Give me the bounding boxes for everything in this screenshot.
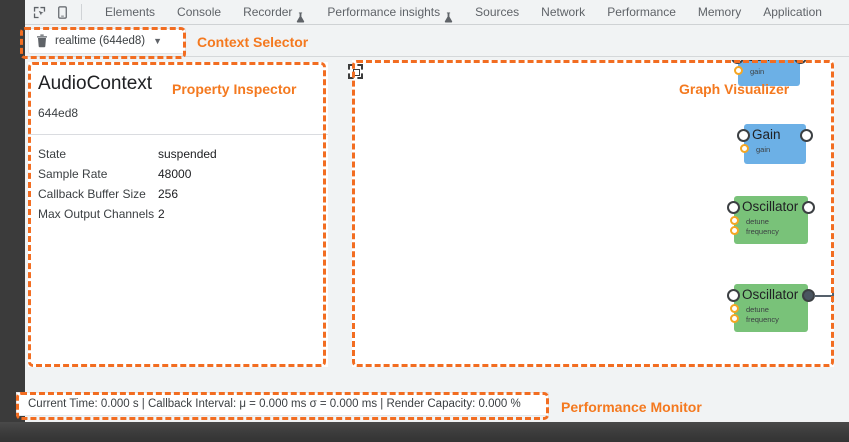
table-row: Sample Rate 48000 xyxy=(38,164,217,184)
graph-node-title: Oscillator xyxy=(742,287,799,302)
audioparam-label: detune xyxy=(746,217,769,226)
performance-monitor-text: Current Time: 0.000 s | Callback Interva… xyxy=(28,398,521,410)
property-value: 2 xyxy=(158,207,165,221)
audioparam-label: gain xyxy=(750,67,765,76)
annotation-label-context-selector: Context Selector xyxy=(197,34,309,50)
tab-console[interactable]: Console xyxy=(166,0,232,25)
audioparam-label: frequency xyxy=(746,315,779,324)
graph-node-title: Gain xyxy=(746,60,775,64)
divider xyxy=(28,134,328,135)
audioparam-label: gain xyxy=(756,145,771,154)
experiment-flask-icon xyxy=(444,7,453,22)
property-value: 48000 xyxy=(158,167,192,181)
node-output-port[interactable] xyxy=(794,60,807,64)
audioparam-port-detune[interactable] xyxy=(730,216,739,225)
audioparam-label: frequency xyxy=(746,227,779,236)
graph-node-gain-2[interactable]: Gain gain xyxy=(737,124,813,164)
tab-label: Network xyxy=(541,4,586,19)
tab-label: Sources xyxy=(475,4,520,19)
audioparam-port-frequency[interactable] xyxy=(730,314,739,323)
node-output-port[interactable] xyxy=(802,201,815,214)
devtools-tab-strip: Elements Console Recorder Performance in… xyxy=(25,0,849,25)
tab-application[interactable]: Application xyxy=(752,0,833,25)
tab-network[interactable]: Network xyxy=(530,0,596,25)
tab-label: Memory xyxy=(697,4,742,19)
performance-monitor-bar: Current Time: 0.000 s | Callback Interva… xyxy=(16,392,549,416)
tab-memory[interactable]: Memory xyxy=(687,0,752,25)
tab-label: Console xyxy=(177,4,222,19)
graph-node-title: Gain xyxy=(752,127,781,142)
property-table: State suspended Sample Rate 48000 Callba… xyxy=(38,144,217,224)
property-value: 256 xyxy=(158,187,179,201)
tab-performance[interactable]: Performance xyxy=(596,0,687,25)
annotation-label-performance-monitor: Performance Monitor xyxy=(561,399,702,415)
device-toolbar-icon[interactable] xyxy=(54,4,71,21)
browser-left-gutter xyxy=(0,0,25,422)
context-id-label: 644ed8 xyxy=(38,106,79,120)
graph-edge xyxy=(814,295,832,297)
table-row: State suspended xyxy=(38,144,217,164)
browser-bottom-gutter xyxy=(0,422,849,442)
node-output-port[interactable] xyxy=(800,129,813,142)
page-title: AudioContext xyxy=(38,73,153,94)
annotation-label-property-inspector: Property Inspector xyxy=(172,81,297,97)
inspect-element-icon[interactable] xyxy=(31,4,48,21)
chevron-down-icon: ▼ xyxy=(153,36,163,46)
audioparam-label: detune xyxy=(746,305,769,314)
node-input-port[interactable] xyxy=(727,289,740,302)
property-key: Max Output Channels xyxy=(38,207,155,221)
tab-label: Recorder xyxy=(243,4,293,19)
tab-performance-insights[interactable]: Performance insights xyxy=(316,0,464,25)
audioparam-port-gain[interactable] xyxy=(740,144,749,153)
graph-node-title: Oscillator xyxy=(742,199,799,214)
context-selector-toolbar: realtime (644ed8) ▼ xyxy=(25,25,849,57)
experiment-flask-icon xyxy=(296,7,305,22)
node-input-port[interactable] xyxy=(737,129,750,142)
table-row: Callback Buffer Size 256 xyxy=(38,184,217,204)
property-value: suspended xyxy=(158,147,217,161)
annotation-label-graph-visualizer: Graph Visualizer xyxy=(679,81,790,97)
property-key: Callback Buffer Size xyxy=(38,187,146,201)
tab-label: Performance insights xyxy=(327,4,441,19)
audioparam-port-frequency[interactable] xyxy=(730,226,739,235)
audioparam-port-detune[interactable] xyxy=(730,304,739,313)
tab-label: Performance xyxy=(607,4,676,19)
audioparam-port-gain[interactable] xyxy=(734,66,743,75)
graph-visualizer-canvas[interactable]: GaingainGaingainOscillatordetunefrequenc… xyxy=(352,60,834,367)
tab-elements[interactable]: Elements xyxy=(94,0,166,25)
node-input-port[interactable] xyxy=(727,201,740,214)
tab-label: Application xyxy=(763,4,822,19)
tab-label: Elements xyxy=(105,4,156,19)
property-key: Sample Rate xyxy=(38,167,108,181)
node-input-port[interactable] xyxy=(731,60,744,64)
property-inspector-panel: AudioContext 644ed8 State suspended Samp… xyxy=(28,62,328,367)
toolbar-divider xyxy=(81,4,82,20)
trash-icon[interactable] xyxy=(36,34,48,48)
tab-recorder[interactable]: Recorder xyxy=(232,0,316,25)
context-selector-dropdown[interactable]: realtime (644ed8) ▼ xyxy=(28,28,186,54)
graph-edge-arrow xyxy=(832,289,834,303)
devtools-tool-icons xyxy=(25,0,94,24)
property-key: State xyxy=(38,147,67,161)
context-selector-value: realtime (644ed8) xyxy=(55,35,146,47)
table-row: Max Output Channels 2 xyxy=(38,204,217,224)
tab-sources[interactable]: Sources xyxy=(464,0,530,25)
panel-resize-handle[interactable] xyxy=(348,64,363,79)
